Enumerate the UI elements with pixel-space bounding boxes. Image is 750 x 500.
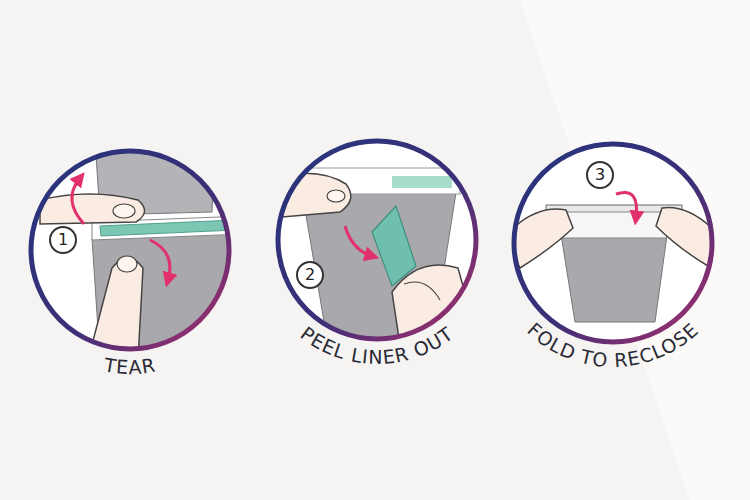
fold-illustration <box>505 145 720 341</box>
circle-ring <box>278 141 476 339</box>
callout-number: 2 <box>305 267 315 283</box>
step-number-badge: 1 <box>49 226 77 254</box>
tear-illustration <box>32 140 245 360</box>
step-label: FOLD TO RECLOSE <box>523 318 702 371</box>
step-circle: PEEL LINER OUT2 <box>277 140 477 340</box>
step-label: PEEL LINER OUT <box>297 322 458 368</box>
callout-number: 1 <box>58 232 68 248</box>
step-label: PEEL LINER OUT <box>297 322 458 368</box>
step-label: FOLD TO RECLOSE <box>523 318 702 371</box>
circle-ring <box>514 144 712 342</box>
step-number-badge: 3 <box>586 161 614 189</box>
step-circle: TEAR1 <box>30 150 230 350</box>
step-label-arc: TEAR <box>0 110 270 390</box>
step-label: TEAR <box>102 353 158 378</box>
peel-illustration <box>270 142 478 345</box>
step-label-arc: PEEL LINER OUT <box>237 100 517 380</box>
step-number-badge: 2 <box>296 261 324 289</box>
step-circle: FOLD TO RECLOSE3 <box>513 143 713 343</box>
step-label: TEAR <box>102 353 158 378</box>
circle-outline <box>277 140 477 340</box>
callout-number: 3 <box>595 167 605 183</box>
circle-ring <box>31 151 229 349</box>
step-label-arc: FOLD TO RECLOSE <box>473 103 750 383</box>
